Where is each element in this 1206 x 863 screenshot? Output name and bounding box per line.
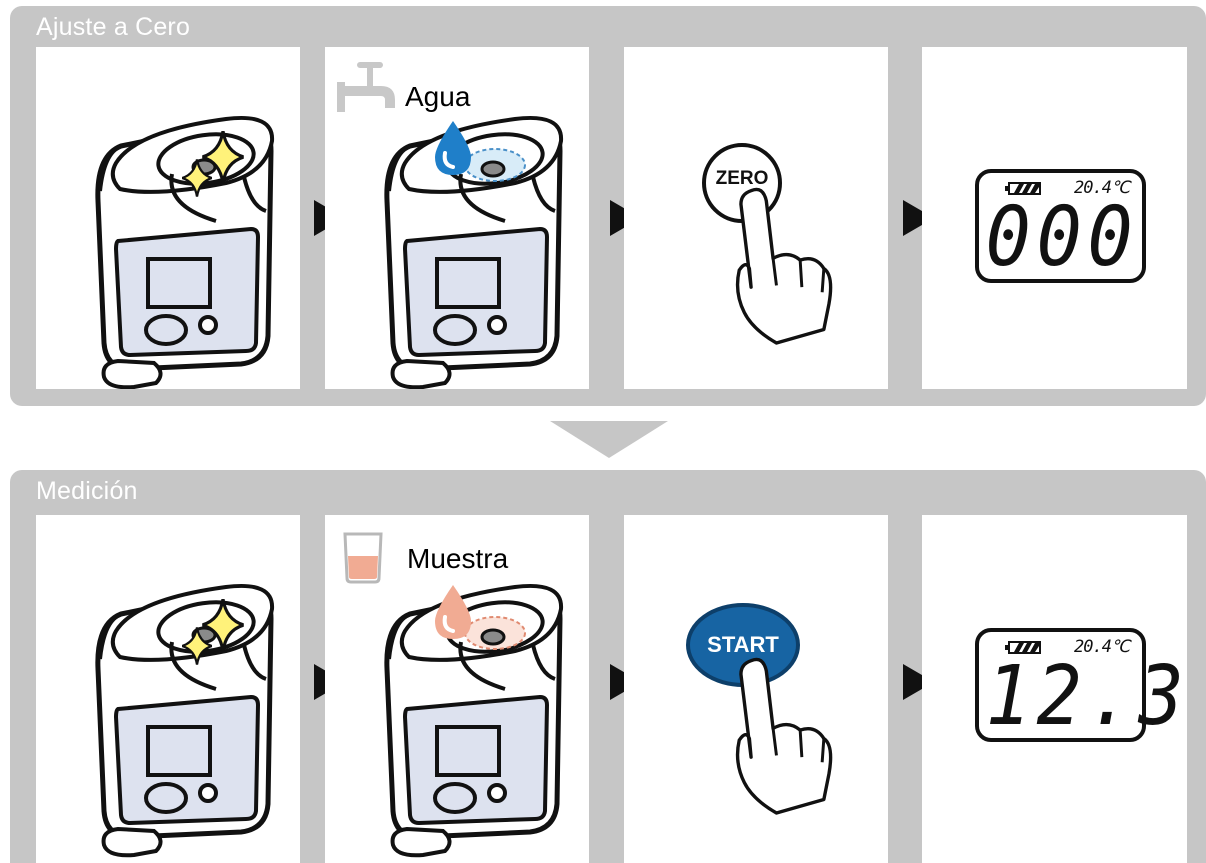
- water-label: Agua: [405, 81, 471, 112]
- step-zero-result: 20.4℃ 000: [922, 47, 1187, 389]
- measurement-section: Medición Muestra START: [10, 470, 1206, 863]
- zero-button-label: ZERO: [715, 168, 769, 189]
- lcd-display: 20.4℃ 000: [975, 169, 1146, 283]
- display-value: 12.3: [985, 649, 1187, 744]
- refractometer-illustration: [76, 579, 286, 859]
- sample-label: Muestra: [407, 543, 509, 574]
- step-press-start: START: [624, 515, 888, 863]
- display-value: 000: [985, 190, 1139, 285]
- sparkle-icon: [182, 159, 212, 197]
- pointing-hand-icon: [724, 181, 834, 351]
- section-title: Ajuste a Cero: [36, 13, 191, 41]
- step-clean-prism: [36, 47, 300, 389]
- refractometer-illustration: [365, 579, 575, 859]
- step-clean-prism: [36, 515, 300, 863]
- sparkle-icon: [182, 627, 212, 665]
- faucet-icon: [337, 62, 395, 112]
- zero-adjust-section: Ajuste a Cero Agua: [10, 6, 1206, 406]
- lcd-display: 20.4℃ 12.3: [975, 628, 1187, 744]
- refractometer-illustration: [76, 111, 286, 389]
- step-press-zero: ZERO: [624, 47, 888, 389]
- temperature-readout: 20.4℃: [1074, 637, 1130, 657]
- cup-icon: [343, 532, 383, 584]
- pointing-hand-icon: [724, 651, 834, 821]
- start-button-label: START: [707, 632, 779, 657]
- down-arrow: [550, 421, 668, 458]
- step-add-water: Agua: [325, 47, 589, 389]
- refractometer-illustration: [365, 111, 575, 389]
- water-drop-icon: [435, 121, 471, 175]
- sample-drop-icon: [435, 585, 471, 639]
- step-measurement-result: 20.4℃ 12.3: [922, 515, 1187, 863]
- section-title: Medición: [36, 477, 138, 505]
- temperature-readout: 20.4℃: [1074, 178, 1130, 198]
- step-add-sample: Muestra: [325, 515, 589, 863]
